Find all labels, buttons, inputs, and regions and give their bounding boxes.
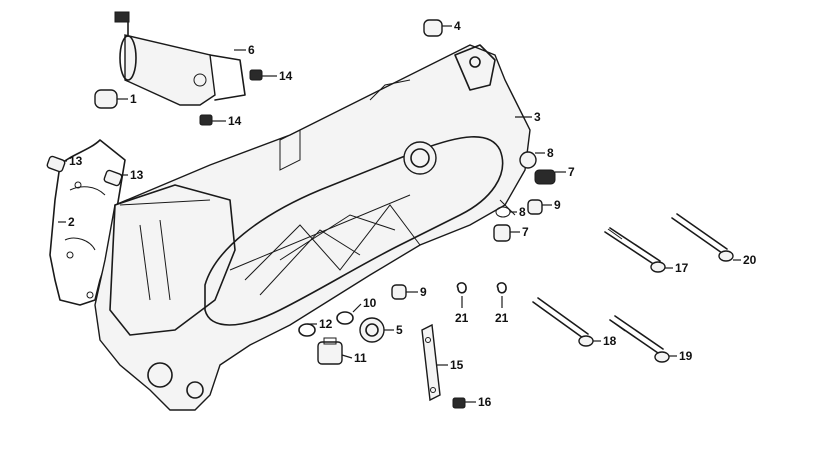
callout-8b: 8	[519, 205, 526, 219]
plug-7b	[493, 224, 511, 242]
dowel-pin-1	[94, 89, 118, 109]
leader-lines	[58, 25, 741, 403]
bolt-18	[532, 297, 594, 347]
clip-21a	[456, 282, 467, 294]
callout-14a: 14	[279, 69, 293, 83]
callout-labels: 1 2 3 4 5 6 7 7 8 8 9 9 10 11 12 13 13 1…	[68, 19, 757, 409]
callout-12: 12	[319, 317, 333, 331]
bolt-14b	[199, 114, 213, 126]
filter-cap-5	[359, 317, 385, 343]
callout-15: 15	[450, 358, 464, 372]
callout-13b: 13	[130, 168, 144, 182]
bolt-14a	[249, 69, 263, 81]
o-ring-10	[336, 311, 354, 325]
callout-6: 6	[248, 43, 255, 57]
callout-3: 3	[534, 110, 541, 124]
washer-8b	[495, 206, 511, 218]
bracket-15	[421, 323, 441, 402]
dowel-13a	[46, 155, 66, 173]
oil-seal-8a	[519, 151, 537, 169]
callout-13a: 13	[69, 154, 83, 168]
callout-21a: 21	[455, 311, 469, 325]
callout-17: 17	[675, 261, 689, 275]
dowel-pin-4	[423, 19, 443, 37]
clip-21b	[496, 282, 507, 294]
callout-1: 1	[130, 92, 137, 106]
callout-5: 5	[396, 323, 403, 337]
washer-12	[298, 323, 316, 337]
callout-4: 4	[454, 19, 461, 33]
callout-18: 18	[603, 334, 617, 348]
callout-8a: 8	[547, 146, 554, 160]
callout-7a: 7	[568, 165, 575, 179]
bolt-20	[671, 213, 734, 262]
starter-motor	[114, 11, 246, 106]
drain-plug-7a	[534, 169, 556, 185]
bolt-16	[452, 397, 466, 409]
callout-9a: 9	[554, 198, 561, 212]
callout-11: 11	[354, 351, 367, 365]
dowel-9b	[391, 284, 407, 300]
callout-2: 2	[68, 215, 75, 229]
callout-19: 19	[679, 349, 693, 363]
callout-10: 10	[363, 296, 377, 310]
callout-14b: 14	[228, 114, 242, 128]
callout-21b: 21	[495, 311, 509, 325]
callout-20: 20	[743, 253, 757, 267]
callout-9b: 9	[420, 285, 427, 299]
crankcase-body	[94, 44, 531, 411]
drain-bolt-11	[317, 337, 343, 365]
callout-7b: 7	[522, 225, 529, 239]
bolt-17	[604, 227, 666, 273]
callout-16: 16	[478, 395, 492, 409]
bolt-19	[609, 315, 670, 363]
dowel-9a	[527, 199, 543, 215]
dowel-13b	[103, 169, 123, 187]
